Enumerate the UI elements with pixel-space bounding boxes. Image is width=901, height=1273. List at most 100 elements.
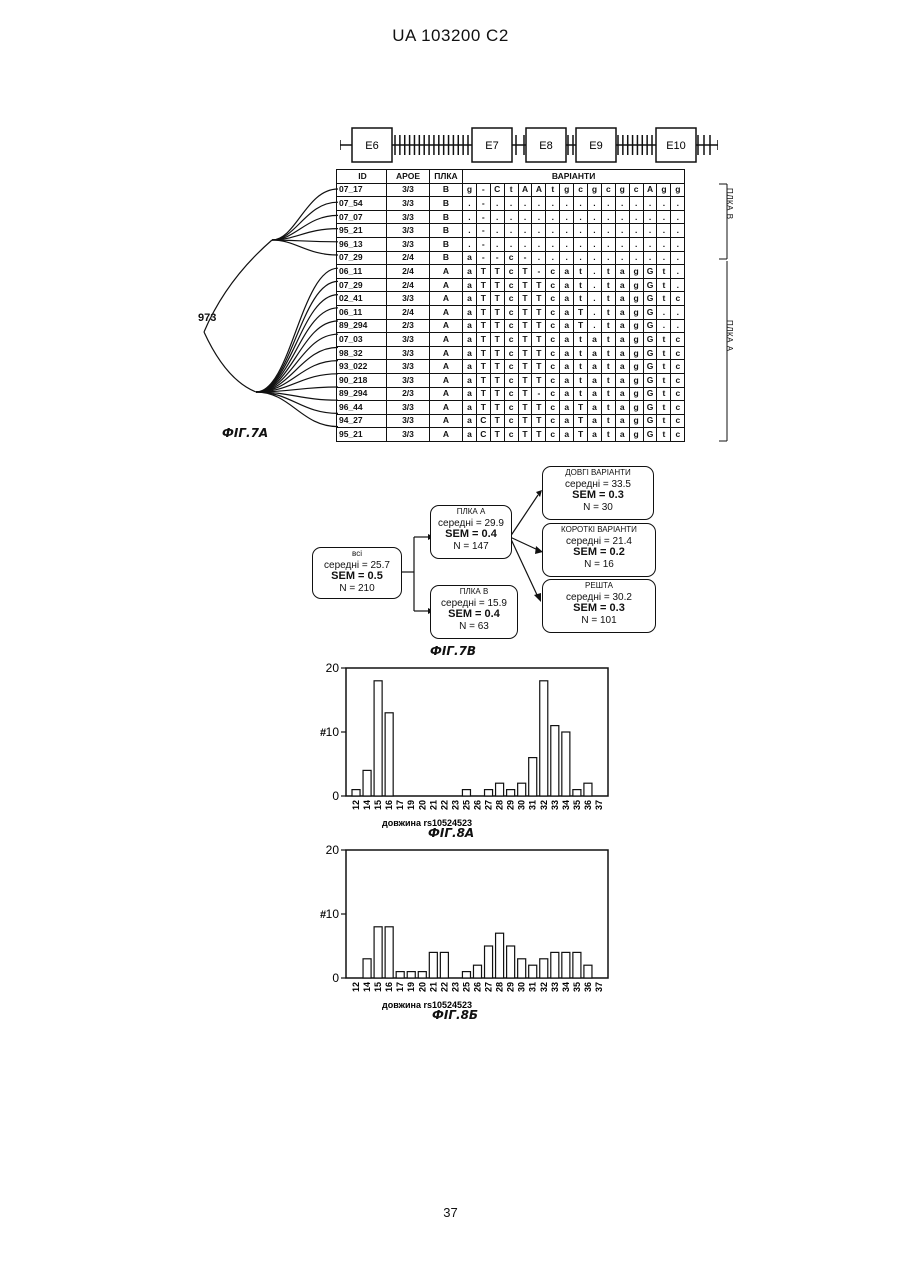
- variant-cell: t: [574, 333, 588, 347]
- y-tick-label: 20: [326, 843, 340, 857]
- exon-box: E10: [656, 128, 696, 162]
- x-tick-label: 25: [461, 982, 471, 992]
- bar: [518, 959, 526, 978]
- table-row: 07_292/4Ba--c-...........: [337, 251, 685, 265]
- bar: [562, 952, 570, 978]
- flow-long-n: N = 30: [543, 502, 653, 514]
- variant-cell: T: [476, 305, 490, 319]
- variant-cell: -: [476, 224, 490, 238]
- variant-cell: a: [463, 333, 477, 347]
- variant-cell: .: [560, 224, 574, 238]
- variant-cell: .: [504, 197, 518, 211]
- bar: [352, 790, 360, 796]
- variant-cell: -: [490, 251, 504, 265]
- variant-cell: .: [629, 237, 643, 251]
- x-tick-label: 32: [539, 800, 549, 810]
- variant-cell: T: [532, 373, 546, 387]
- figure-8b-caption: ФІГ.8Б: [432, 1008, 478, 1022]
- tree-branch: [256, 347, 338, 392]
- variant-cell: c: [601, 183, 615, 197]
- variant-cell: .: [588, 292, 602, 306]
- variant-cell: .: [615, 210, 629, 224]
- variant-cell: T: [490, 428, 504, 442]
- variant-cell: t: [546, 183, 560, 197]
- x-tick-label: 12: [351, 982, 361, 992]
- variant-cell: a: [560, 292, 574, 306]
- variant-cell: .: [588, 278, 602, 292]
- exon-label: E10: [666, 140, 686, 152]
- x-tick-label: 28: [495, 982, 505, 992]
- variant-cell: c: [504, 319, 518, 333]
- variant-cell: a: [615, 333, 629, 347]
- variant-cell: g: [629, 292, 643, 306]
- variant-cell: T: [476, 401, 490, 415]
- row-plka-cell: A: [430, 278, 463, 292]
- variant-cell: a: [463, 373, 477, 387]
- x-tick-label: 34: [561, 982, 571, 992]
- variant-cell: T: [532, 292, 546, 306]
- variant-cell: T: [518, 373, 532, 387]
- variant-cell: t: [574, 360, 588, 374]
- y-axis-label: #: [320, 909, 326, 921]
- tree-node-label: 973: [198, 312, 216, 324]
- row-plka-cell: A: [430, 401, 463, 415]
- flow-all-sem: SEM = 0.5: [313, 571, 401, 583]
- row-apoe-cell: 3/3: [387, 333, 430, 347]
- variant-cell: a: [463, 265, 477, 279]
- figure-8a-caption: ФІГ.8А: [428, 826, 474, 840]
- variant-cell: -: [476, 197, 490, 211]
- x-tick-label: 36: [583, 800, 593, 810]
- variant-cell: T: [518, 428, 532, 442]
- variant-cell: .: [657, 237, 671, 251]
- variant-cell: a: [463, 428, 477, 442]
- row-id-cell: 95_21: [337, 224, 387, 238]
- variant-cell: T: [476, 387, 490, 401]
- figure-7b-caption: ФІГ.7В: [430, 644, 476, 658]
- x-tick-label: 19: [406, 800, 416, 810]
- x-tick-label: 14: [362, 982, 372, 992]
- variant-cell: a: [560, 305, 574, 319]
- variant-cell: .: [671, 237, 685, 251]
- row-id-cell: 02_41: [337, 292, 387, 306]
- variant-cell: a: [615, 292, 629, 306]
- bar: [485, 946, 493, 978]
- table-row: 95_213/3AaCTcTTcaTatagGtc: [337, 428, 685, 442]
- variant-cell: .: [546, 197, 560, 211]
- variant-cell: t: [601, 278, 615, 292]
- variant-cell: a: [615, 278, 629, 292]
- table-row: 98_323/3AaTTcTTcatatagGtc: [337, 346, 685, 360]
- variant-cell: T: [532, 401, 546, 415]
- row-apoe-cell: 3/3: [387, 401, 430, 415]
- bar: [429, 952, 437, 978]
- x-tick-label: 12: [351, 800, 361, 810]
- flow-box-long: ДОВГІ ВАРІАНТИ середні = 33.5 SEM = 0.3 …: [542, 466, 654, 520]
- variant-cell: t: [657, 265, 671, 279]
- flow-plka-a-title: ПЛКА А: [431, 506, 511, 518]
- bar: [385, 713, 393, 796]
- variant-cell: T: [490, 292, 504, 306]
- bar: [584, 783, 592, 796]
- variant-cell: c: [504, 292, 518, 306]
- variant-cell: T: [490, 265, 504, 279]
- variant-cell: a: [560, 333, 574, 347]
- variant-cell: .: [546, 210, 560, 224]
- variant-cell: g: [629, 428, 643, 442]
- variant-cell: .: [463, 210, 477, 224]
- variant-cell: t: [601, 414, 615, 428]
- variant-cell: .: [546, 251, 560, 265]
- variant-cell: c: [671, 387, 685, 401]
- variant-cell: T: [518, 387, 532, 401]
- variant-cell: g: [671, 183, 685, 197]
- x-tick-label: 37: [594, 982, 604, 992]
- flow-box-short: КОРОТКІ ВАРІАНТИ середні = 21.4 SEM = 0.…: [542, 523, 656, 577]
- variant-cell: .: [601, 224, 615, 238]
- variant-cell: a: [560, 360, 574, 374]
- variant-cell: .: [657, 224, 671, 238]
- variant-cell: c: [504, 305, 518, 319]
- variant-cell: g: [629, 319, 643, 333]
- plka-header: ПЛКА: [430, 170, 463, 184]
- x-tick-label: 20: [417, 800, 427, 810]
- variant-cell: g: [629, 346, 643, 360]
- patent-header: UA 103200 C2: [0, 26, 901, 46]
- variant-cell: .: [601, 210, 615, 224]
